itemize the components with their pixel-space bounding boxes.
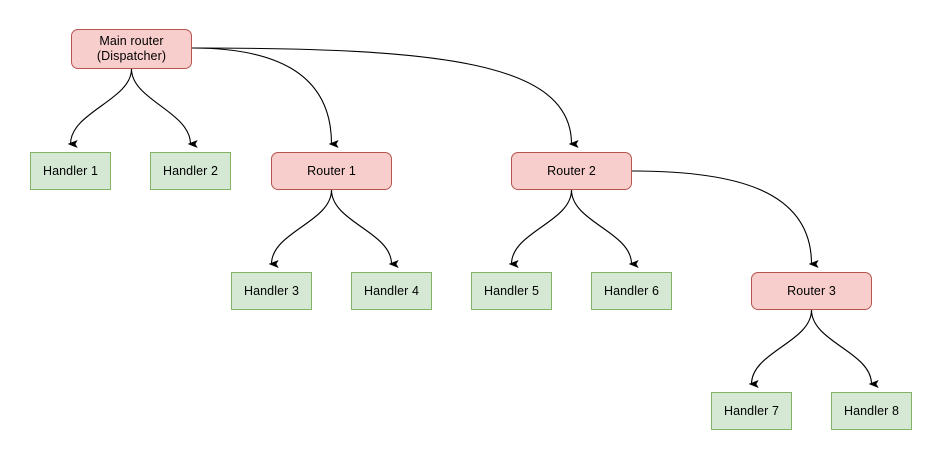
edge-router-2-to-router-3 [631,170,812,264]
node-handler-5[interactable]: Handler 5 [471,272,552,310]
node-router-1[interactable]: Router 1 [271,152,392,190]
node-router-2[interactable]: Router 2 [511,152,632,190]
node-main-router[interactable]: Main router (Dispatcher) [71,29,192,69]
edge-router-2-to-handler-5 [512,189,573,264]
edge-router-1-to-handler-4 [330,189,392,264]
edge-main-to-router-2 [191,47,572,144]
edge-main-to-router-1 [191,47,332,144]
node-handler-2[interactable]: Handler 2 [150,152,231,190]
edge-main-to-handler-1 [71,68,133,144]
node-handler-8[interactable]: Handler 8 [831,392,912,430]
node-handler-4[interactable]: Handler 4 [351,272,432,310]
node-router-3[interactable]: Router 3 [751,272,872,310]
edge-main-to-handler-2 [130,68,191,144]
node-handler-1[interactable]: Handler 1 [30,152,111,190]
node-handler-6[interactable]: Handler 6 [591,272,672,310]
node-handler-7[interactable]: Handler 7 [711,392,792,430]
node-handler-3[interactable]: Handler 3 [231,272,312,310]
edge-router-1-to-handler-3 [272,189,333,264]
edge-router-3-to-handler-8 [810,309,872,384]
edge-router-3-to-handler-7 [752,309,813,384]
edges-group [71,47,872,384]
edge-router-2-to-handler-6 [570,189,632,264]
